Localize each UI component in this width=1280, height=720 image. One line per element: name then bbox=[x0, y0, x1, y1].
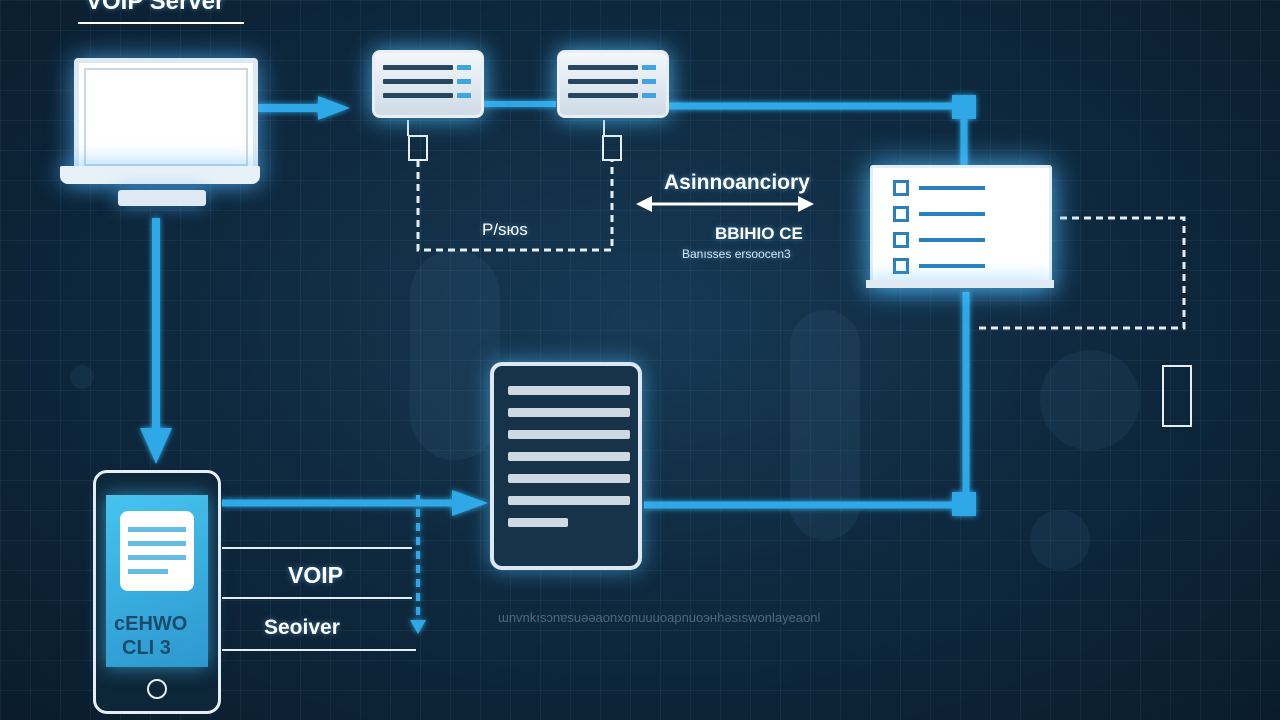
right-label-line2: Banısses ersoocen3 bbox=[682, 247, 791, 261]
phone-home-button bbox=[147, 679, 167, 699]
router-icon bbox=[372, 50, 484, 118]
arrowhead bbox=[410, 620, 426, 634]
diagram-title: VOIP Server bbox=[86, 0, 225, 15]
arrowhead bbox=[798, 196, 814, 212]
phone-label-line1: cEHWO bbox=[114, 613, 188, 635]
bottom-caption: ɯnvnkısɔnɐsuəəaonxonuuuoapnuoэнhəsıswonl… bbox=[498, 610, 821, 625]
background-silhouette bbox=[70, 365, 94, 389]
background-silhouette bbox=[410, 250, 500, 460]
title-underline bbox=[78, 0, 244, 24]
dashed-loop-label: P/ѕюѕ bbox=[482, 220, 528, 239]
dashed-loop-right bbox=[976, 216, 1186, 330]
connector-node bbox=[952, 95, 976, 119]
arrow-label: Asinnoanciory bbox=[664, 171, 810, 194]
document-checklist-icon bbox=[870, 165, 1052, 287]
document-stand bbox=[866, 280, 1054, 288]
background-silhouette bbox=[1040, 350, 1140, 450]
arrowhead bbox=[318, 96, 350, 120]
arrowhead bbox=[452, 490, 488, 516]
arrowhead bbox=[140, 428, 172, 464]
plug-icon bbox=[1162, 365, 1192, 427]
router-icon bbox=[557, 50, 669, 118]
right-label-line1: BBIHIO CE bbox=[715, 224, 803, 243]
voip-label: VOIP bbox=[288, 562, 343, 588]
arrowhead bbox=[636, 196, 652, 212]
server-rack-icon bbox=[490, 362, 642, 570]
plug-icon bbox=[602, 135, 622, 161]
background-silhouette bbox=[1030, 510, 1090, 570]
smartphone-icon: cEHWO CLI 3 bbox=[93, 470, 221, 714]
server-label: Seoiver bbox=[264, 616, 340, 639]
plug-icon bbox=[408, 135, 428, 161]
dashed-loop bbox=[416, 160, 614, 252]
phone-app-card bbox=[120, 511, 194, 591]
phone-label-line2: CLI 3 bbox=[122, 637, 171, 659]
